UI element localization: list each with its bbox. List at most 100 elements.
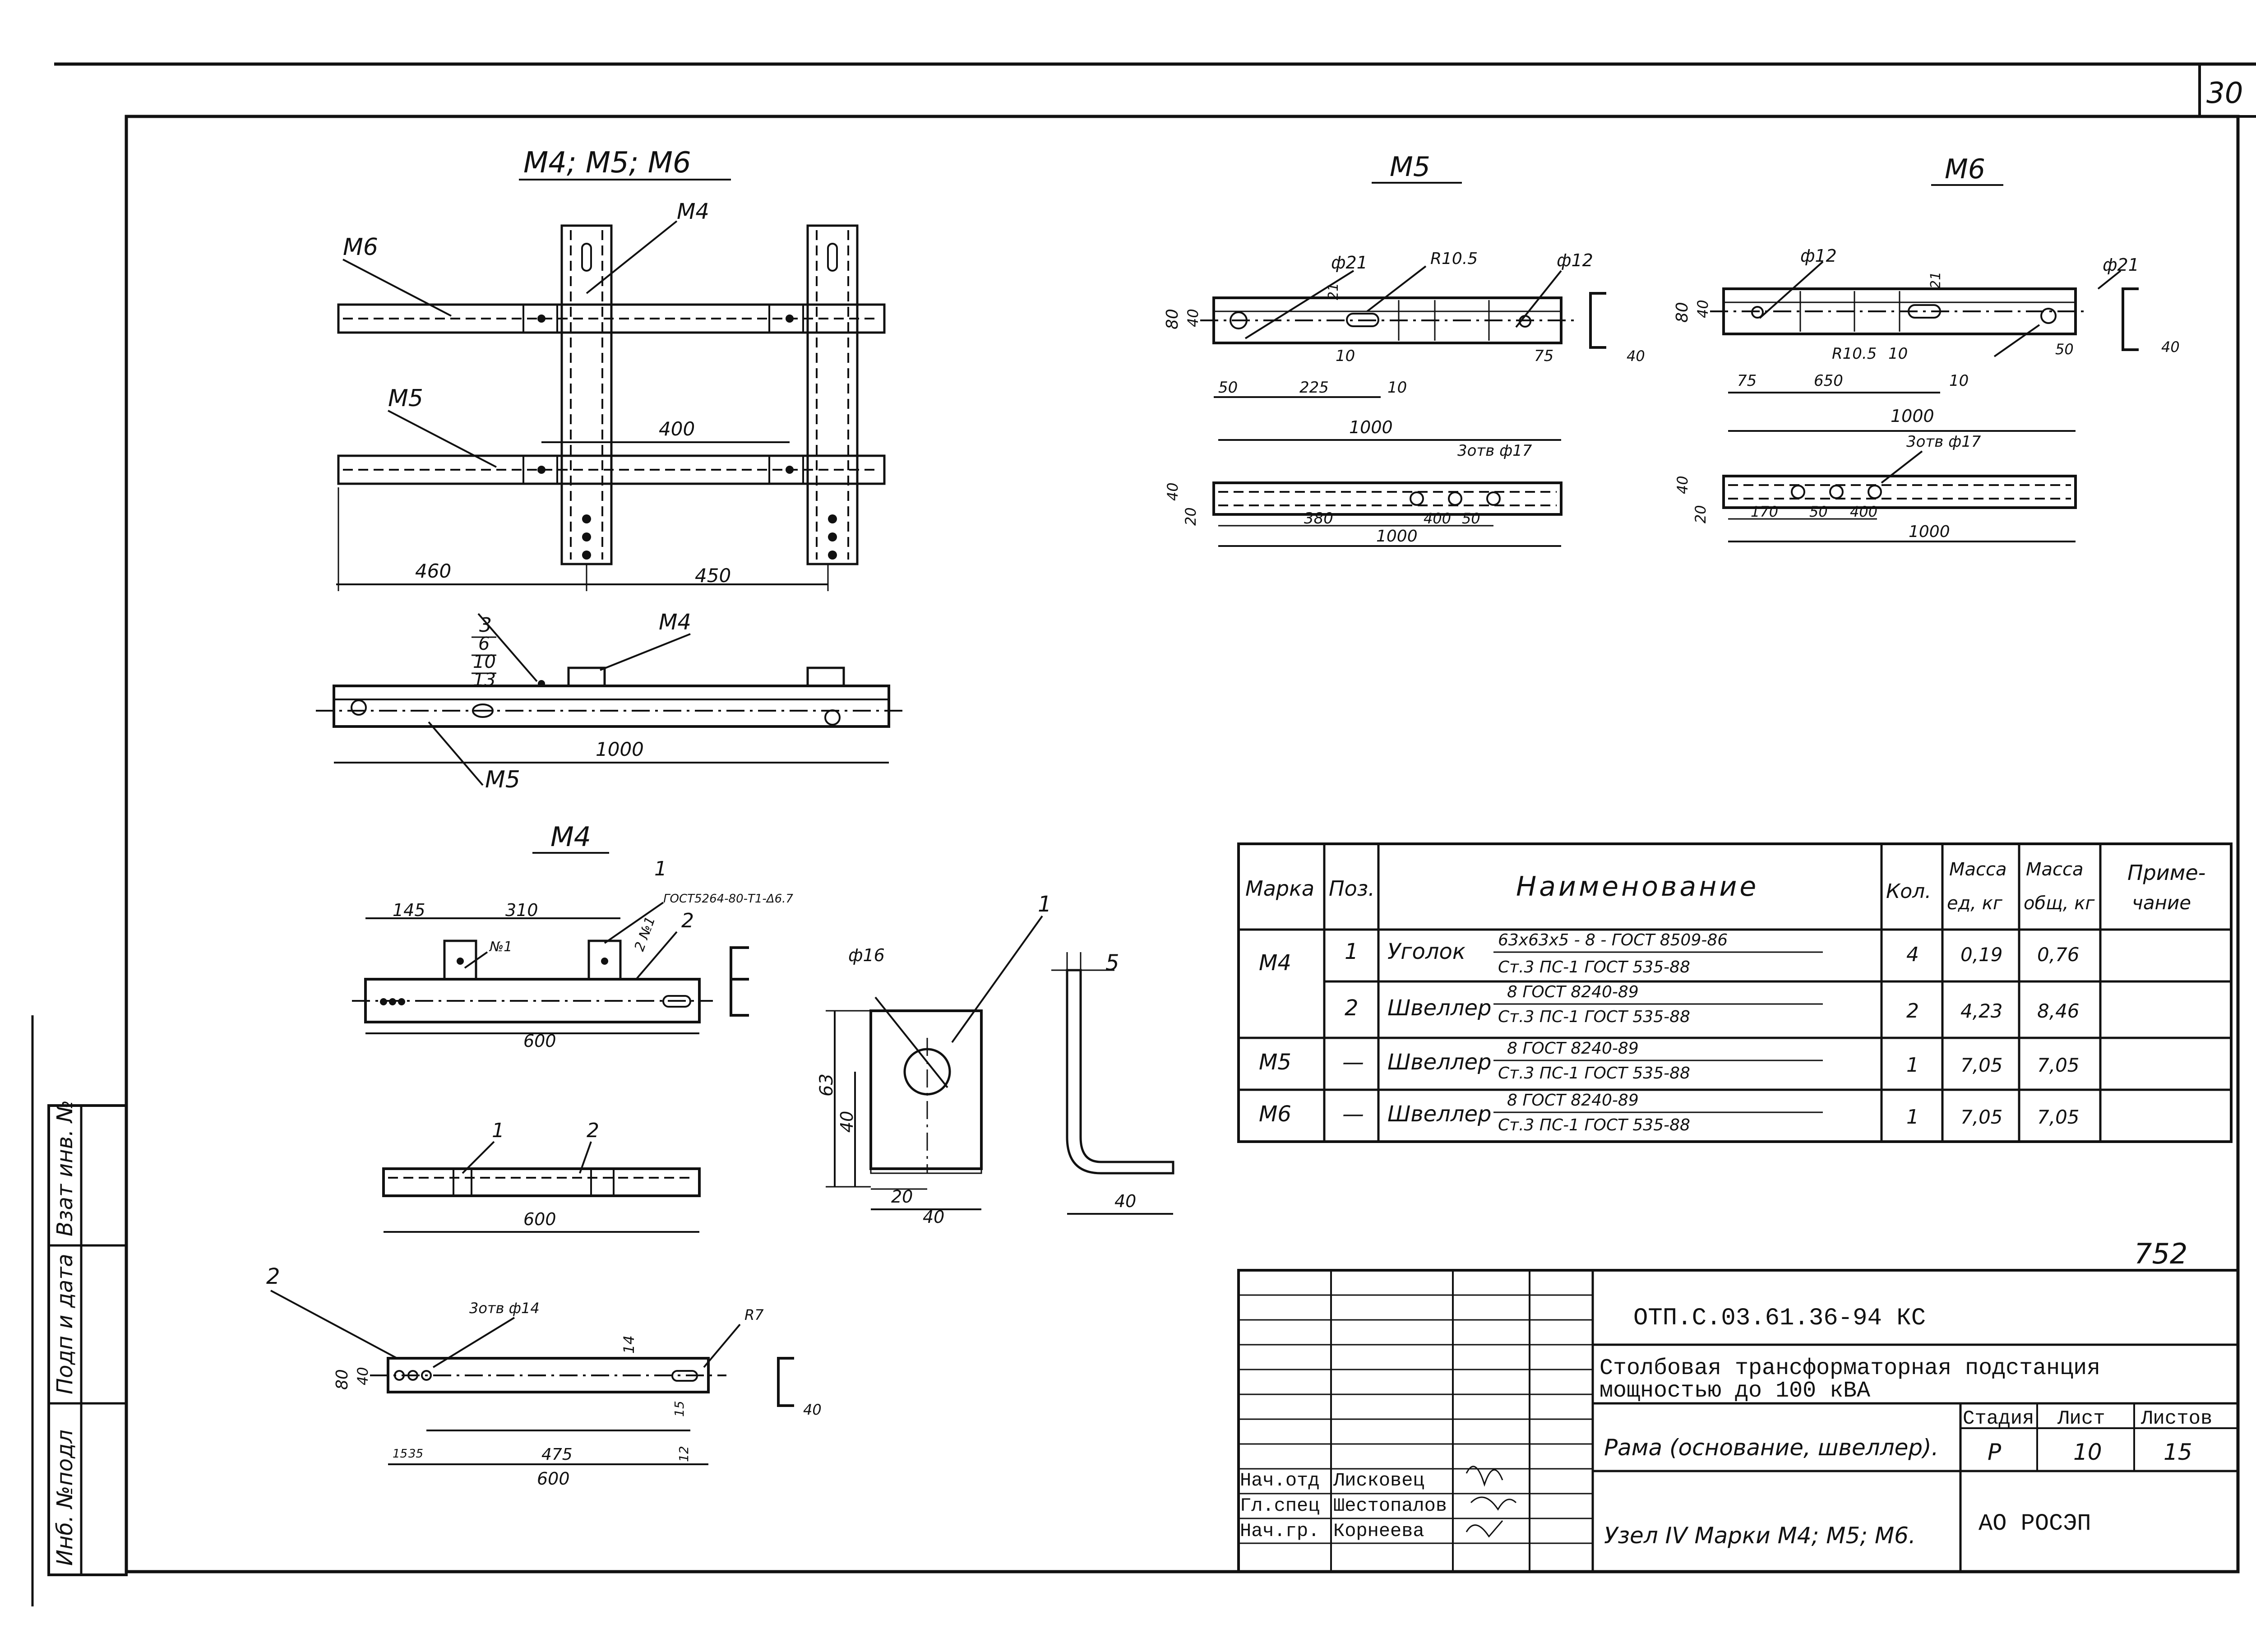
- row4-spec-bottom: Ст.3 ПС-1 ГОСТ 535-88: [1498, 1116, 1690, 1134]
- side-label-m4: М4: [659, 610, 691, 635]
- m6-prof40: 40: [2161, 338, 2180, 356]
- person-name-1: Лисковец: [1333, 1470, 1424, 1491]
- m4-d600b: 600: [523, 1209, 556, 1229]
- m5-d21: ф21: [1331, 253, 1368, 273]
- m4-d475: 475: [541, 1445, 573, 1464]
- th-mass-total-1: Масса: [2026, 859, 2084, 880]
- plate-h63: 63: [816, 1074, 837, 1097]
- th-mass-unit-1: Масса: [1949, 859, 2007, 880]
- row1-mark: М4: [1259, 950, 1291, 976]
- m6-holes: 3отв ф17: [1906, 433, 1981, 451]
- row1-mass-unit: 0,19: [1960, 944, 2003, 966]
- side-dim-1000: 1000: [596, 738, 644, 760]
- m6-detail: [1710, 261, 2139, 542]
- m4-prof40: 40: [803, 1401, 822, 1418]
- person-role-1: Нач.отд: [1240, 1470, 1319, 1491]
- m4-pos2: 2: [681, 909, 694, 932]
- sheet-frame: [54, 62, 2256, 1573]
- m4-d15a: 15: [672, 1401, 687, 1417]
- th-pos: Поз.: [1329, 876, 1375, 901]
- m4-weld-n1: №1: [489, 939, 512, 955]
- row4-spec-top: 8 ГОСТ 8240-89: [1507, 1091, 1639, 1110]
- row2-item: Швеллер: [1387, 995, 1492, 1021]
- m4-d600c: 600: [537, 1469, 570, 1489]
- assembly-dim-460: 460: [415, 560, 451, 582]
- m5-p380: 380: [1304, 509, 1333, 528]
- m4-weld-note: ГОСТ5264-80-Т1-Δ6.7: [663, 892, 793, 906]
- m4-d35: 35: [408, 1447, 423, 1461]
- m4-weld-2n1: 2 №1: [632, 915, 659, 953]
- row4-mass-unit: 7,05: [1960, 1106, 2003, 1128]
- assembly-side-view: [316, 613, 902, 786]
- stamp-replacement-inv: Взат инв. №: [52, 1100, 78, 1236]
- row4-mass-total: 7,05: [2037, 1106, 2080, 1128]
- page-code: 752: [2134, 1237, 2187, 1270]
- m6-p40: 40: [1674, 476, 1691, 494]
- sheet-number: 30: [2206, 77, 2243, 110]
- row1-spec-bottom: Ст.3 ПС-1 ГОСТ 535-88: [1498, 958, 1690, 976]
- plate-w40: 40: [923, 1207, 944, 1227]
- row2-qty: 2: [1906, 1000, 1919, 1023]
- m5-h40: 40: [1184, 309, 1202, 327]
- m5-p20: 20: [1182, 507, 1199, 526]
- assembly-title: М4; М5; М6: [523, 146, 691, 180]
- side-pos-10: 10: [473, 652, 496, 672]
- th-mass-unit-2: ед, кг: [1947, 893, 2003, 914]
- m4-holes14: 3отв ф14: [469, 1300, 540, 1317]
- sheet-label: Лист: [2057, 1407, 2105, 1430]
- m4-title: М4: [550, 821, 591, 853]
- doc-code: ОТП.С.03.61.36-94 КС: [1633, 1305, 1926, 1332]
- m4-h80: 80: [333, 1369, 351, 1390]
- row4-mark: М6: [1259, 1101, 1291, 1127]
- m6-p20: 20: [1692, 505, 1709, 523]
- m6-d10b: 10: [1949, 372, 1969, 390]
- m4-r7: R7: [744, 1306, 764, 1323]
- stamp-sign-date: Подп и дата: [52, 1254, 78, 1394]
- person-role-2: Гл.спец: [1240, 1495, 1319, 1517]
- row3-spec-bottom: Ст.3 ПС-1 ГОСТ 535-88: [1498, 1064, 1690, 1083]
- assembly-dim-450: 450: [695, 565, 731, 587]
- m6-d21v: 21: [1928, 272, 1944, 289]
- m5-detail: [1200, 265, 1606, 547]
- m4-plan-pos2: 2: [587, 1119, 599, 1142]
- row2-mass-total: 8,46: [2037, 1000, 2080, 1022]
- m4-pos1: 1: [654, 857, 667, 880]
- m5-d225: 225: [1299, 379, 1329, 397]
- th-name: Наименование: [1516, 871, 1759, 902]
- m6-d50: 50: [2055, 341, 2074, 358]
- row1-mass-total: 0,76: [2037, 944, 2080, 966]
- spec-table: [1237, 842, 2233, 1143]
- sheet-value: 10: [2073, 1439, 2102, 1465]
- plate-detail: [826, 915, 1174, 1215]
- m4-d600a: 600: [523, 1031, 556, 1051]
- m5-d21v: 21: [1326, 283, 1341, 300]
- row4-item: Швеллер: [1387, 1101, 1492, 1127]
- row2-mass-unit: 4,23: [1960, 1000, 2003, 1022]
- row1-qty: 4: [1906, 943, 1919, 966]
- plate-w20: 20: [891, 1187, 913, 1207]
- th-mark: Марка: [1245, 876, 1314, 901]
- th-note-2: чание: [2132, 892, 2191, 914]
- row4-pos: —: [1342, 1101, 1364, 1127]
- row1-spec-top: 63х63х5 - 8 - ГОСТ 8509-86: [1498, 931, 1728, 949]
- row2-pos: 2: [1345, 995, 1359, 1021]
- row3-mark: М5: [1259, 1050, 1291, 1075]
- m6-p400: 400: [1850, 503, 1877, 520]
- row3-item: Швеллер: [1387, 1050, 1492, 1075]
- m6-d75: 75: [1737, 372, 1757, 390]
- row3-spec-top: 8 ГОСТ 8240-89: [1507, 1039, 1639, 1058]
- person-role-3: Нач.гр.: [1240, 1520, 1319, 1542]
- m6-d21: ф21: [2103, 255, 2139, 275]
- row4-qty: 1: [1906, 1106, 1919, 1129]
- m4-h40: 40: [354, 1367, 371, 1385]
- assembly-view: [336, 220, 886, 591]
- m6-d10a: 10: [1888, 345, 1908, 363]
- m6-p50: 50: [1809, 503, 1828, 520]
- side-stamp: [31, 1015, 128, 1606]
- row3-qty: 1: [1906, 1054, 1919, 1077]
- m6-h80: 80: [1673, 302, 1692, 323]
- m5-p50: 50: [1462, 510, 1480, 527]
- m6-p1000: 1000: [1909, 523, 1950, 541]
- m4-d15b: 15: [393, 1447, 407, 1461]
